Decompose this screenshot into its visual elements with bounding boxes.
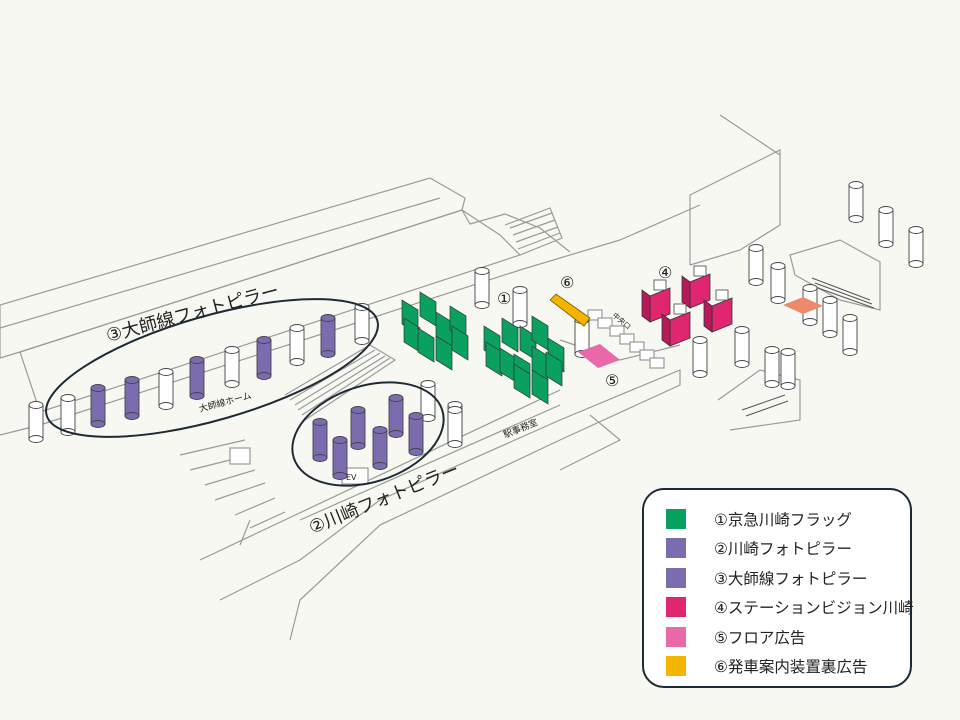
flag-banner (501, 317, 519, 353)
stairs-right (741, 277, 875, 417)
keikyu-kawasaki-flags (401, 291, 565, 405)
white-pillar (692, 336, 708, 378)
legend-swatch (666, 567, 686, 588)
white-pillar (447, 406, 463, 448)
white-pillar (28, 401, 44, 443)
kawasaki-photo-pillars (312, 394, 424, 480)
departure-board-ad (549, 293, 591, 327)
stairs-top (504, 207, 563, 256)
legend-label: ③大師線フォトピラー (714, 569, 868, 588)
purple-pillar (350, 406, 366, 450)
white-pillar (474, 267, 490, 309)
daishi-photo-pillars (90, 314, 336, 428)
floor-ad (578, 344, 620, 368)
group3-ellipse (45, 298, 379, 438)
flag-banner (419, 291, 437, 327)
white-pillar (748, 244, 764, 286)
kiosk-box (229, 447, 251, 465)
legend-label: ⑥発車案内装置裏広告 (714, 658, 868, 677)
purple-pillar (189, 356, 205, 400)
legend-label: ④ステーションビジョン川崎 (714, 599, 914, 618)
purple-pillar (388, 394, 404, 438)
callout-5: ⑤ (605, 371, 619, 390)
station-vision-kawasaki (641, 265, 733, 347)
group2-ellipse (291, 381, 445, 487)
purple-pillar (90, 384, 106, 428)
ticket-gates (587, 309, 665, 369)
flag-banner (435, 335, 453, 371)
legend-item: ①京急川崎フラッグ (666, 504, 910, 534)
daishi-home-label: 大師線ホーム (198, 389, 253, 414)
white-pillar (158, 368, 174, 410)
white-pillar (780, 348, 796, 390)
legend-label: ②川崎フォトピラー (714, 540, 852, 559)
legend-label: ⑤フロア広告 (714, 628, 806, 647)
legend-item: ④ステーションビジョン川崎 (666, 593, 914, 623)
purple-pillar (320, 314, 336, 358)
legend-swatch (666, 597, 686, 618)
group3-label: ③大師線フォトピラー (104, 280, 282, 346)
purple-pillar (312, 418, 328, 462)
white-pillar (512, 286, 528, 328)
legend-swatch (666, 656, 686, 677)
white-pillar (848, 181, 864, 223)
legend-swatch (666, 508, 686, 529)
flag-banner (417, 327, 435, 363)
legend-swatch (666, 538, 686, 559)
floor-mark-right (783, 297, 823, 314)
legend: ①京急川崎フラッグ ②川崎フォトピラー ③大師線フォトピラー ④ステーションビジョン川… (642, 488, 914, 688)
elevator-label: EV (346, 473, 357, 482)
white-pillar (289, 324, 305, 366)
purple-pillar (372, 426, 388, 470)
vision-screen (641, 279, 671, 323)
vision-screen (703, 289, 733, 333)
vision-screen (661, 303, 691, 347)
white-pillar (764, 346, 780, 388)
legend-swatch (666, 626, 686, 647)
callout-6: ⑥ (560, 273, 574, 292)
white-pillar (224, 346, 240, 388)
white-pillar (60, 394, 76, 436)
white-pillar (842, 314, 858, 356)
white-pillar (908, 226, 924, 268)
white-pillar (734, 326, 750, 368)
white-pillar (822, 296, 838, 338)
flag-banner (531, 369, 549, 405)
purple-pillar (408, 412, 424, 456)
floor-structure (0, 114, 881, 641)
flag-banner (513, 363, 531, 399)
white-pillar (420, 380, 436, 422)
vision-screen (681, 265, 711, 309)
legend-label: ①京急川崎フラッグ (714, 510, 852, 529)
callout-4: ④ (658, 263, 672, 282)
flag-banner (545, 351, 563, 387)
purple-pillar (256, 336, 272, 380)
white-pillar (770, 262, 786, 304)
flag-banner (485, 341, 503, 377)
flag-banner (499, 347, 517, 383)
legend-item: ⑤フロア広告 (666, 622, 910, 652)
legend-item: ⑥発車案内装置裏広告 (666, 652, 910, 682)
purple-pillar (124, 376, 140, 420)
white-pillar (878, 206, 894, 248)
legend-item: ②川崎フォトピラー (666, 534, 910, 564)
legend-item: ③大師線フォトピラー (666, 563, 910, 593)
purple-pillar (332, 436, 348, 480)
flag-banner (451, 325, 469, 361)
callout-1: ① (497, 289, 511, 308)
